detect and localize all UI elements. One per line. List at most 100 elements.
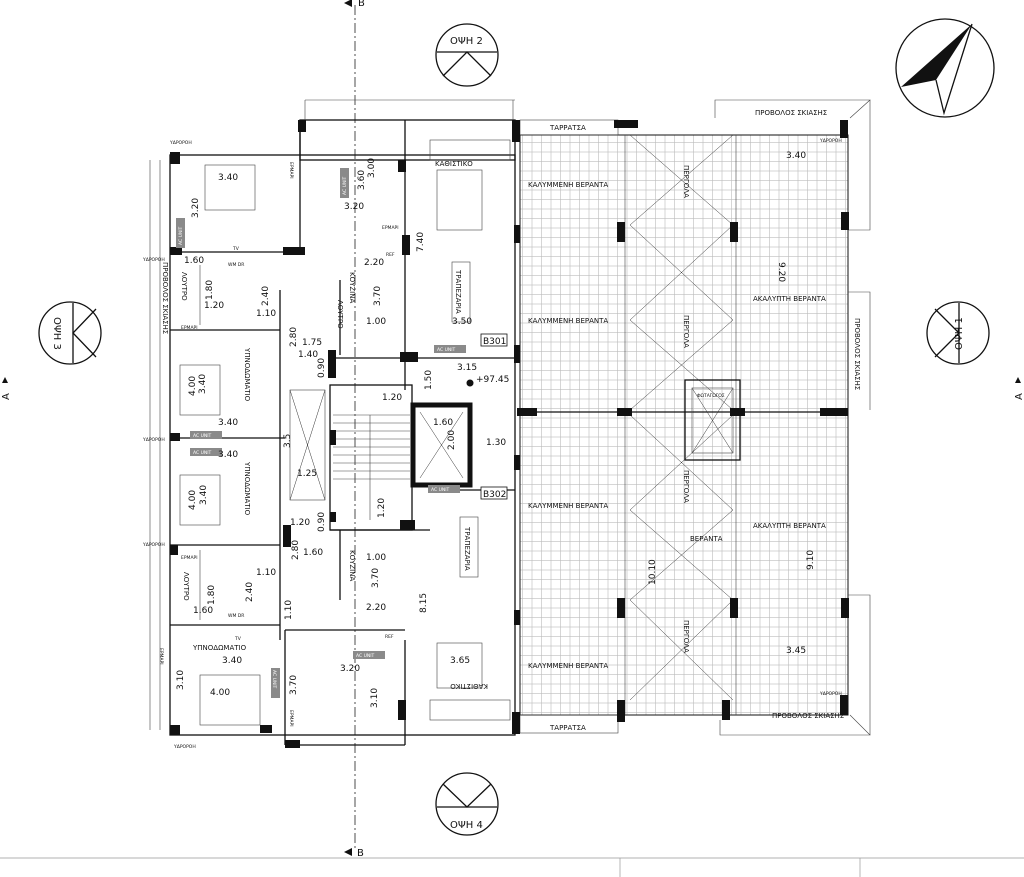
downpipe-label: ΥΔΡΟΡΟΗ xyxy=(142,437,165,443)
dimension: 1.20 xyxy=(290,518,310,528)
veranda-label: ΚΑΛΥΜΜΕΝΗ ΒΕΡΑΝΤΑ xyxy=(528,662,608,670)
pergola-label: ΠΕΡΓΟΛΑ xyxy=(682,620,690,653)
elevation-marker-3: ΟΨΗ 3 xyxy=(38,301,102,365)
wardrobe-label: ΕΡΜΑΡΙ xyxy=(158,648,164,665)
unit-tag-b302: B302 xyxy=(480,486,508,500)
dimension: 1.80 xyxy=(205,280,215,300)
dimension: 2.20 xyxy=(366,603,386,613)
dimension: 3.00 xyxy=(367,158,377,178)
dimension: 3.40 xyxy=(222,656,242,666)
wardrobe-label: ΕΡΜΑΡΙ xyxy=(181,325,198,331)
svg-text:AC UNIT: AC UNIT xyxy=(193,433,212,439)
wardrobe-label: ΕΡΜΑΡΙ xyxy=(288,710,294,727)
svg-text:ΟΨΗ 1: ΟΨΗ 1 xyxy=(954,317,965,350)
pergola-label: ΠΕΡΓΟΛΑ xyxy=(682,165,690,198)
dimension: 3.40 xyxy=(786,151,806,161)
dimension: 3.50 xyxy=(452,317,472,327)
dimension: 3.40 xyxy=(218,450,238,460)
svg-text:ΟΨΗ 3: ΟΨΗ 3 xyxy=(51,317,62,350)
dimension: 3.20 xyxy=(191,198,201,218)
dimension: 3.45 xyxy=(786,646,806,656)
unit-tag-b301: B301 xyxy=(480,333,508,347)
room-label: ΤΡΑΠΕΖΑΡΙΑ xyxy=(454,269,462,314)
svg-text:A: A xyxy=(1014,393,1024,400)
svg-text:B301: B301 xyxy=(483,337,506,347)
dimension: 3.40 xyxy=(199,485,209,505)
downpipe-label: ΥΔΡΟΡΟΗ xyxy=(169,140,192,146)
dimension: 4.00 xyxy=(210,688,230,698)
dimension: 0.90 xyxy=(317,512,327,532)
svg-text:B: B xyxy=(358,0,365,9)
svg-text:ΟΨΗ 4: ΟΨΗ 4 xyxy=(450,820,483,831)
downpipe-label: ΥΔΡΟΡΟΗ xyxy=(142,257,165,263)
dimension: 9.20 xyxy=(776,262,786,282)
elevation-marker-4: ΟΨΗ 4 xyxy=(435,772,499,836)
svg-text:B: B xyxy=(357,848,364,859)
veranda-area xyxy=(519,99,871,736)
room-label: ΚΟΥΖΙΝΑ xyxy=(348,272,356,303)
room-label: ΥΠΝΟΔΩΜΑΤΙΟ xyxy=(192,644,247,652)
shading-label: ΠΡΟΒΟΛΟΣ ΣΚΙΑΣΗΣ xyxy=(755,109,827,117)
wardrobe-label: ΕΡΜΑΡΙ xyxy=(288,162,294,179)
svg-text:AC UNIT: AC UNIT xyxy=(356,653,375,659)
apartment-walls xyxy=(149,99,516,746)
dimension: 4.00 xyxy=(188,376,198,396)
dimension: 1.10 xyxy=(256,309,276,319)
room-label: ΚΟΥΖΙΝΑ xyxy=(348,550,356,581)
dimension: 1.00 xyxy=(366,553,386,563)
tv-label: TV xyxy=(234,636,242,642)
dimension: 3.10 xyxy=(176,670,186,690)
level-marker: +97.45 xyxy=(466,375,509,387)
tv-label: TV xyxy=(232,246,240,252)
dimension: 3.15 xyxy=(457,363,477,373)
wardrobe-label: ΕΡΜΑΡΙ xyxy=(181,555,198,561)
dimension: 1.20 xyxy=(204,301,224,311)
downpipe-label: ΥΔΡΟΡΟΗ xyxy=(819,691,842,697)
dimension: 3.40 xyxy=(218,173,238,183)
dimension: 7.40 xyxy=(416,232,426,252)
dimension: 3.40 xyxy=(198,374,208,394)
terrace-label: ΤΑΡΡΑΤΣΑ xyxy=(549,124,586,132)
north-arrow-icon xyxy=(895,18,995,118)
dimension: 2.80 xyxy=(291,540,301,560)
dimension: 1.75 xyxy=(302,338,322,348)
dimension: 9.10 xyxy=(806,550,816,570)
dimension: 1.20 xyxy=(382,393,402,403)
veranda-label: ΚΑΛΥΜΜΕΝΗ ΒΕΡΑΝΤΑ xyxy=(528,502,608,510)
room-label: ΛΟΥΤΡΟ xyxy=(336,300,344,329)
dimension: 3.70 xyxy=(371,568,381,588)
dimension: 3.70 xyxy=(373,286,383,306)
dimension: 3.40 xyxy=(218,418,238,428)
ref-label: REF xyxy=(386,252,395,258)
lightwell-label: ΦΩΤΑΓΩΓΟΣ xyxy=(697,393,725,399)
dimension: 1.60 xyxy=(303,548,323,558)
section-marker-a-left: A xyxy=(1,377,12,400)
section-marker-a-right: A xyxy=(1014,377,1024,400)
dimension: 2.80 xyxy=(289,327,299,347)
shading-label: ΠΡΟΒΟΛΟΣ ΣΚΙΑΣΗΣ xyxy=(772,712,844,720)
svg-text:AC UNIT: AC UNIT xyxy=(193,450,212,456)
elevation-marker-2: ΟΨΗ 2 xyxy=(435,23,499,87)
ref-label: REF xyxy=(385,634,394,640)
downpipe-label: ΥΔΡΟΡΟΗ xyxy=(173,744,196,750)
dimension: 10.10 xyxy=(648,559,658,585)
svg-text:AC UNIT: AC UNIT xyxy=(342,176,348,195)
section-marker-b-bottom: B xyxy=(344,848,364,859)
shading-label: ΠΡΟΒΟΛΟΣ ΣΚΙΑΣΗΣ xyxy=(853,318,861,390)
dimension: 1.60 xyxy=(433,418,453,428)
structural-columns xyxy=(170,120,849,748)
svg-text:+97.45: +97.45 xyxy=(476,375,509,385)
dimension: 0.90 xyxy=(317,358,327,378)
pergola-label: ΠΕΡΓΟΛΑ xyxy=(682,470,690,503)
dimension: 1.30 xyxy=(486,438,506,448)
svg-text:AC UNIT: AC UNIT xyxy=(431,487,450,493)
svg-text:AC UNIT: AC UNIT xyxy=(178,226,184,245)
dimension: 3.65 xyxy=(450,656,470,666)
room-label: ΛΟΥΤΡΟ xyxy=(182,572,190,601)
downpipe-label: ΥΔΡΟΡΟΗ xyxy=(819,138,842,144)
veranda-label: ΑΚΑΛΥΠΤΗ ΒΕΡΑΝΤΑ xyxy=(753,522,826,530)
room-label: ΤΡΑΠΕΖΑΡΙΑ xyxy=(463,526,471,571)
room-label: ΥΠΝΟΔΩΜΑΤΙΟ xyxy=(243,347,251,402)
room-label: ΚΑΘΙΣΤΙΚΟ xyxy=(435,160,473,168)
